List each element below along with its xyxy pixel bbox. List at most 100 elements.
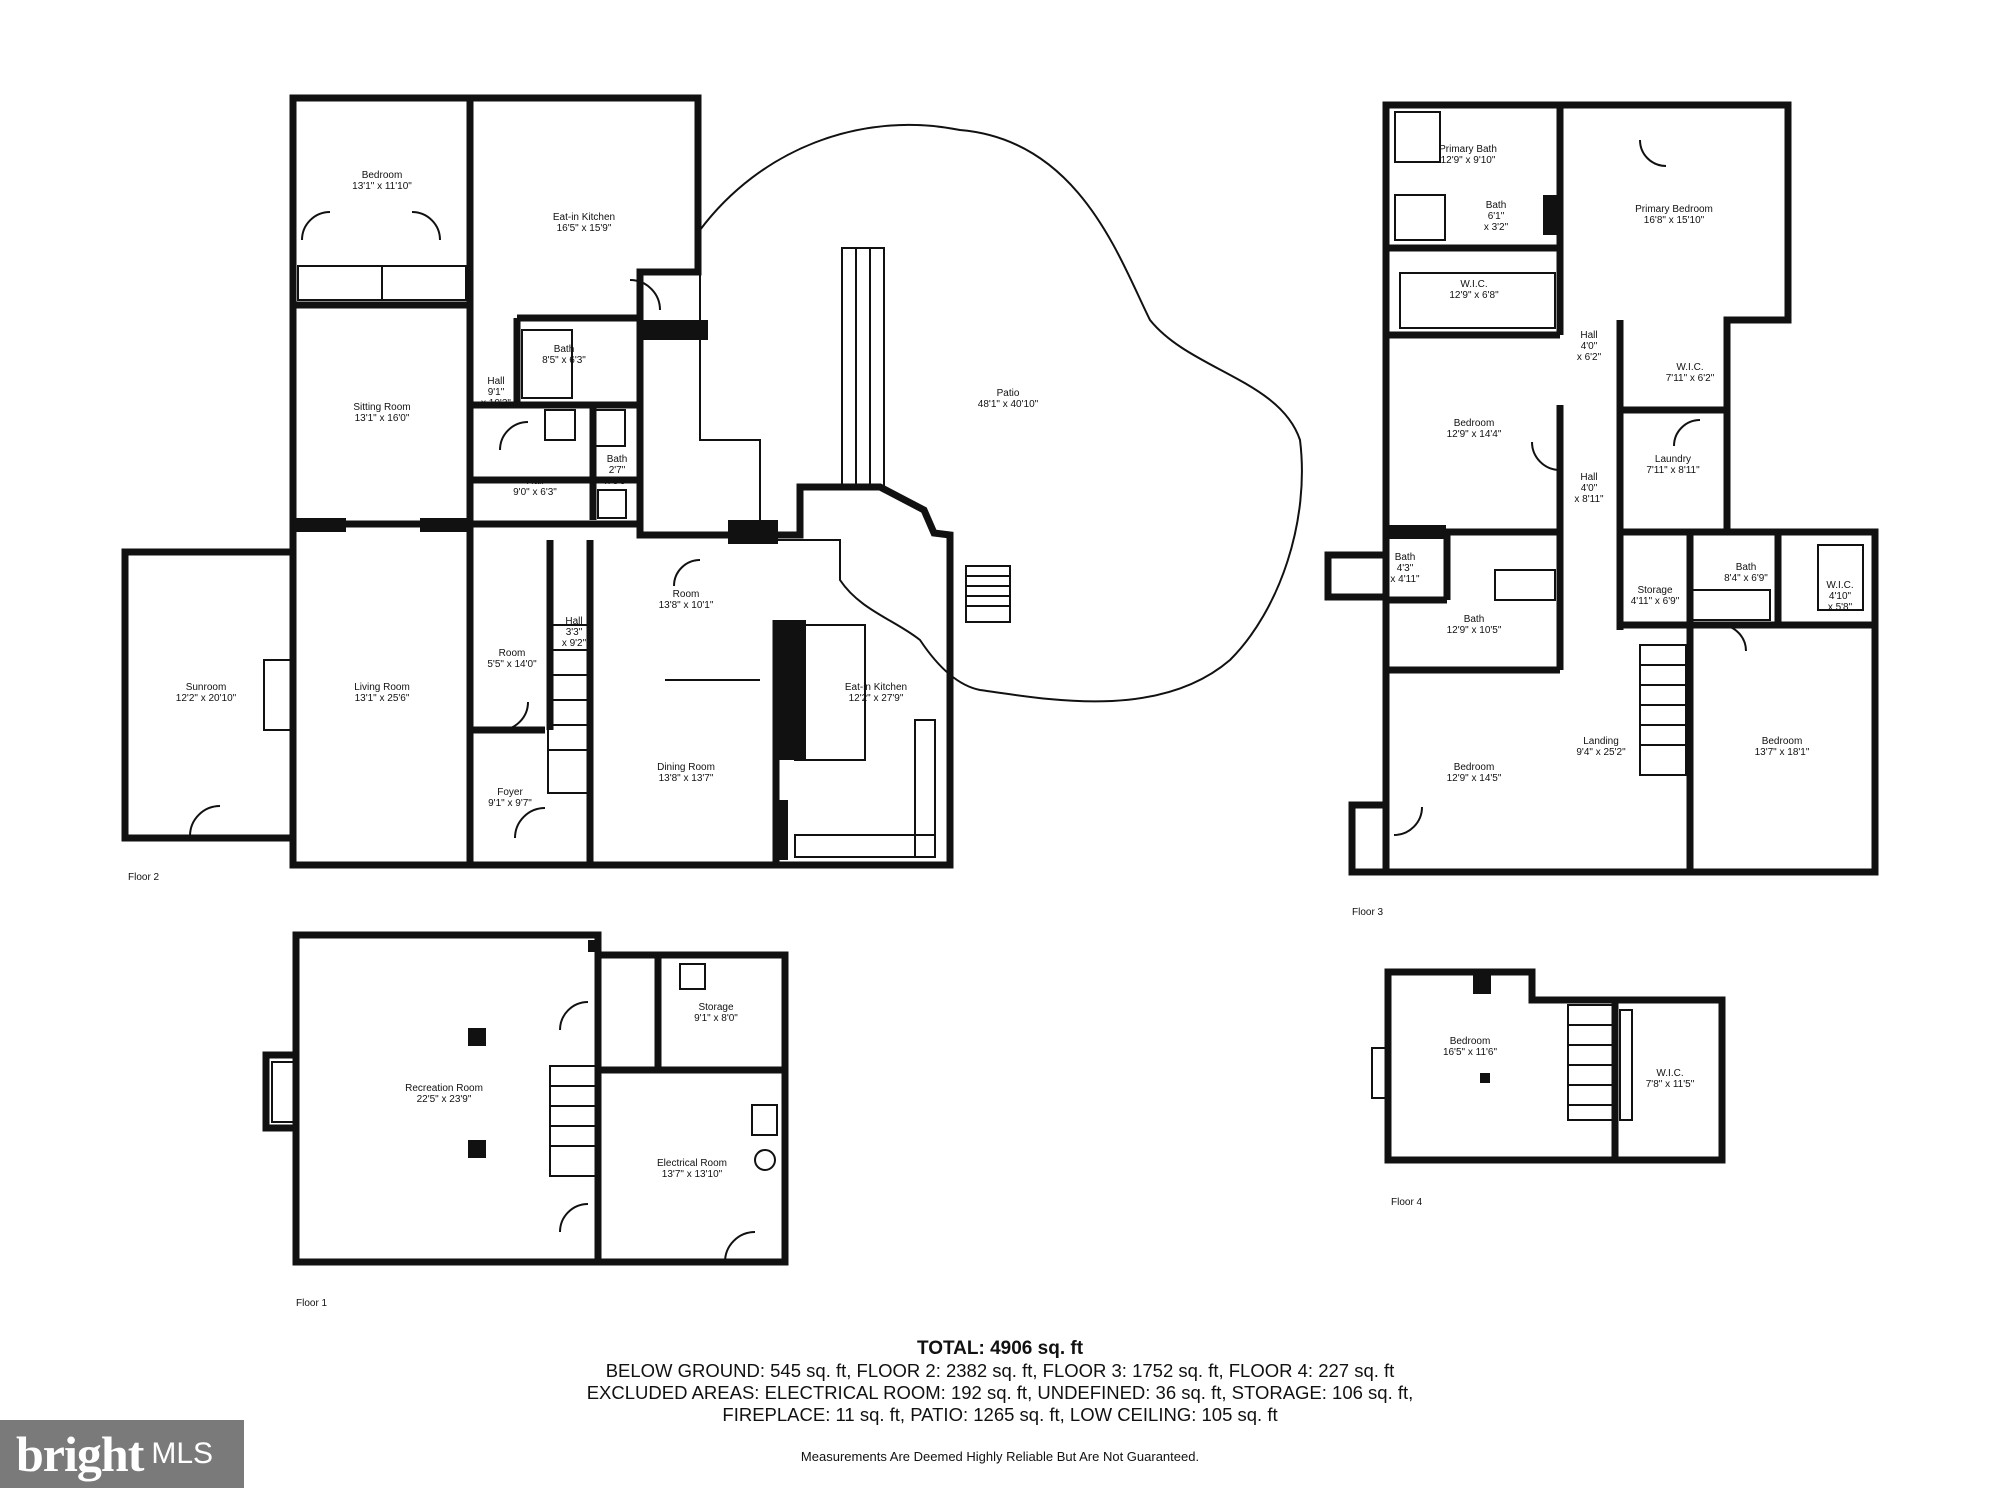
floor-4-label: Floor 4 [1391,1197,1423,1208]
room-dim-bedroom: 13'1" x 11'10" [352,181,412,192]
room-dim-bath-3b-2: x 4'11" [1390,574,1420,585]
room-name-hall-4: Hall [1580,330,1597,341]
room-dim-hall-3-2: x 9'2" [562,638,587,649]
room-name-patio: Patio [997,388,1020,399]
room-name-bedroom-5: Bedroom [1450,1036,1491,1047]
floor-3-outer-wall [1348,101,1879,876]
room-name-bedroom-4: Bedroom [1762,736,1803,747]
room-dim-foyer: 9'1" x 9'7" [488,798,532,809]
room-dim-room-small: 5'5" x 14'0" [487,659,537,670]
room-name-hall-5: Hall [1580,472,1597,483]
room-dim-bedroom-2: 12'9" x 14'4" [1447,429,1502,440]
room-dim-wic-4: 7'8" x 11'5" [1646,1079,1695,1090]
room-dim-hall-5: 4'0" [1581,483,1598,494]
room-dim-storage-3: 4'11" x 6'9" [1631,596,1680,607]
floor-1-stairs [549,1065,597,1177]
total-area: TOTAL: 4906 sq. ft [916,1338,1084,1359]
room-name-wic-4: W.I.C. [1656,1068,1683,1079]
room-name-recreation-room: Recreation Room [405,1083,483,1094]
floor-1-label: Floor 1 [296,1298,328,1309]
floor-4-stairs [1567,1004,1614,1121]
kitchen-island [794,624,866,761]
floor-1-outer-wall [292,931,789,1266]
room-dim-bath-3a: 6'1" [1488,211,1505,222]
room-dim-wic-3: 4'10" [1829,591,1852,602]
area-summary: TOTAL: 4906 sq. ft BELOW GROUND: 545 sq.… [440,1338,1560,1426]
room-dim-primary-bath: 12'9" x 9'10" [1441,155,1496,166]
room-name-hall-2: Hall [526,476,543,487]
floor-2-outer-wall [289,94,954,869]
summary-line-2: EXCLUDED AREAS: ELECTRICAL ROOM: 192 sq.… [586,1382,1414,1403]
floor-3-label: Floor 3 [1352,907,1384,918]
room-dim-bath-3a-2: x 3'2" [1484,222,1509,233]
floor-1-plan: Floor 1 [262,931,789,1309]
floor-2-plan: Floor 2 [121,94,1303,883]
room-dim-hall-1-2: x 10'2" [481,398,511,409]
room-name-bath-1: Bath [554,344,575,355]
room-name-primary-bedroom: Primary Bedroom [1635,204,1713,215]
patio-walkway [841,247,885,489]
room-dim-bath-2-2: x 8'5" [605,476,630,487]
room-name-sitting-room: Sitting Room [353,402,410,413]
room-name-living-room: Living Room [354,682,410,693]
room-dim-bedroom-5: 16'5" x 11'6" [1443,1047,1498,1058]
room-dim-recreation-room: 22'5" x 23'9" [417,1094,472,1105]
room-name-room-small: Room [499,648,526,659]
room-dim-wic-3-2: x 5'8" [1828,602,1853,613]
room-dim-landing: 9'4" x 25'2" [1576,747,1626,758]
patio-outline [699,123,1303,703]
primary-bath-tub [1394,111,1441,163]
floor-2-label: Floor 2 [128,872,160,883]
room-name-bath-3d: Bath [1736,562,1757,573]
room-dim-living-room: 13'1" x 25'6" [355,693,410,704]
room-name-landing: Landing [1583,736,1619,747]
room-dim-bath-3b: 4'3" [1397,563,1414,574]
summary-line-1: BELOW GROUND: 545 sq. ft, FLOOR 2: 2382 … [605,1360,1395,1381]
room-dim-hall-3: 3'3" [566,627,583,638]
room-dim-room: 13'8" x 10'1" [659,600,714,611]
room-name-bath-3b: Bath [1395,552,1416,563]
floor-3-plan: Floor 3 [1324,101,1879,918]
room-dim-bath-3c: 12'9" x 10'5" [1447,625,1502,636]
floor-4-plan: Floor 4 [1371,968,1726,1208]
floor-2-stairs [547,624,589,794]
bath-fixture [521,329,573,399]
room-name-bedroom-2: Bedroom [1454,418,1495,429]
room-dim-hall-5-2: x 8'11" [1574,494,1604,505]
room-dim-hall-2: 9'0" x 6'3" [513,487,557,498]
summary-line-3: FIREPLACE: 11 sq. ft, PATIO: 1265 sq. ft… [722,1404,1278,1425]
room-name-bedroom-3: Bedroom [1454,762,1495,773]
room-name-storage-3: Storage [1637,585,1672,596]
room-dim-storage-1: 9'1" x 8'0" [694,1013,738,1024]
patio-stairs [965,565,1011,623]
disclaimer: Measurements Are Deemed Highly Reliable … [800,1449,1200,1464]
room-dim-bath-3d: 8'4" x 6'9" [1724,573,1768,584]
room-name-bath-2: Bath [607,454,628,465]
room-dim-bedroom-4: 13'7" x 18'1" [1755,747,1810,758]
room-name-bath-3a: Bath [1486,200,1507,211]
room-name-primary-bath: Primary Bath [1439,144,1497,155]
room-name-eatin-kitchen: Eat-in Kitchen [845,682,907,693]
room-name-bath-3c: Bath [1464,614,1485,625]
room-name-wic-2: W.I.C. [1676,362,1703,373]
room-dim-electrical-room: 13'7" x 13'10" [662,1169,723,1180]
logo-brand: bright [16,1426,144,1482]
room-name-eatin-kitchen-upper: Eat-in Kitchen [553,212,615,223]
room-name-storage-1: Storage [698,1002,733,1013]
room-dim-bath-2: 2'7" [609,465,626,476]
room-dim-primary-bedroom: 16'8" x 15'10" [1644,215,1705,226]
room-dim-sunroom: 12'2" x 20'10" [176,693,237,704]
room-name-bedroom: Bedroom [362,170,403,181]
floor-4-outer-wall [1384,968,1726,1164]
room-name-hall-1: Hall [487,376,504,387]
room-dim-hall-4: 4'0" [1581,341,1598,352]
room-dim-hall-4-2: x 6'2" [1577,352,1602,363]
room-name-dining-room: Dining Room [657,762,715,773]
room-dim-bath-1: 8'5" x 6'3" [542,355,586,366]
sunroom-fireplace [263,659,293,731]
room-dim-wic-2: 7'11" x 6'2" [1666,373,1715,384]
sunroom-wall [121,548,293,842]
floor-3-stairs [1639,644,1687,776]
